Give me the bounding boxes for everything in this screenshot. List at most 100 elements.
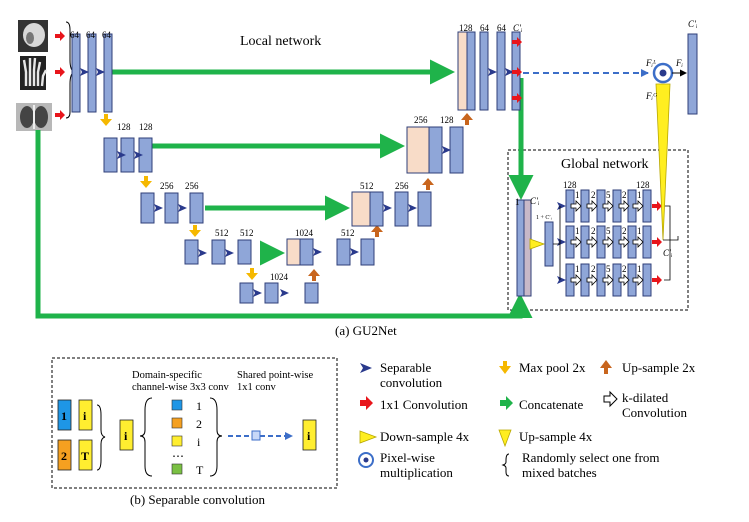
global-network-box — [507, 149, 689, 311]
tile-label: T — [81, 449, 89, 463]
dilated-arrow — [586, 274, 598, 286]
cube-list — [171, 399, 183, 475]
output-tile-label: i — [307, 429, 311, 443]
feature-block — [304, 282, 319, 304]
list-label: ⋯ — [172, 449, 184, 463]
sepconv-box — [51, 357, 338, 489]
feature-block — [164, 192, 179, 224]
conv1x1-arrow — [512, 67, 522, 77]
dilation-label: 1 — [637, 264, 642, 274]
legend-concat: Concatenate — [519, 397, 584, 412]
fusion — [652, 33, 698, 241]
separable-arrow — [383, 204, 392, 212]
feature-block — [351, 191, 371, 227]
feature-block — [457, 31, 468, 111]
feature-block — [103, 33, 113, 113]
channel-label: 64 — [497, 23, 507, 33]
fusion-fg-label: Fᵢᴳ — [645, 91, 658, 101]
conv1x1-arrow — [652, 237, 662, 247]
legend-pixelwise: Pixel-wise multiplication — [380, 450, 453, 480]
dilated-arrow — [602, 236, 614, 248]
channel-label: 256 — [160, 181, 174, 191]
feature-block — [394, 191, 409, 227]
separable-arrow — [253, 289, 262, 297]
separable-arrow — [117, 151, 126, 159]
channel-label: 256 — [414, 115, 428, 125]
tile-label: i — [83, 409, 87, 423]
separable-arrow — [442, 146, 451, 154]
maxpool-arrow — [189, 225, 201, 237]
separable-arrow — [225, 249, 234, 257]
separable-arrow — [488, 68, 497, 76]
tile-label: 1 — [61, 409, 67, 423]
feature-block — [369, 191, 384, 227]
separable-arrow — [313, 248, 322, 256]
channel-label: 128 — [139, 122, 153, 132]
tile-1 — [57, 399, 72, 431]
caption-b: (b) Separable convolution — [130, 492, 266, 507]
dilated-arrow — [586, 236, 598, 248]
dilation-label: 1 — [637, 190, 642, 200]
upsample-arrow — [308, 269, 320, 281]
feature-block — [264, 282, 279, 304]
separable-arrow — [154, 204, 163, 212]
channel-label: C′ᵢ — [513, 23, 523, 33]
shared-pointwise-label: Shared point-wise 1x1 conv — [237, 370, 316, 393]
feature-block — [239, 282, 254, 304]
shared-pointwise-line2: 1x1 conv — [237, 382, 277, 393]
dilated-arrow — [602, 274, 614, 286]
dilated-arrow — [618, 200, 630, 212]
feature-block — [71, 33, 81, 113]
dilated-arrow — [618, 274, 630, 286]
list-label: T — [196, 463, 204, 477]
conv1x1-arrow — [55, 31, 65, 41]
caption-a: (a) GU2Net — [335, 323, 397, 338]
feature-block — [417, 191, 432, 227]
feature-block — [87, 33, 97, 113]
separable-arrow — [80, 68, 89, 76]
global-connector — [553, 206, 561, 280]
dilation-label: 2 — [622, 190, 627, 200]
channel-label: 128 — [636, 180, 650, 190]
feature-block — [496, 31, 506, 111]
upsample-arrow — [461, 113, 473, 125]
dilated-arrow — [570, 236, 582, 248]
feature-block — [184, 239, 199, 265]
output-block — [687, 33, 698, 115]
upsample-arrow — [422, 178, 434, 190]
channel-label: 64 — [102, 30, 112, 40]
legend-separable: Separable convolution — [380, 360, 443, 390]
channel-label: C′ᵢ — [663, 248, 673, 258]
feature-block — [516, 199, 525, 297]
list-label: i — [197, 435, 201, 449]
global-network-title: Global network — [561, 157, 648, 172]
mid-tile-label: i — [124, 429, 128, 443]
maxpool-arrow — [246, 268, 258, 280]
feature-block — [449, 126, 464, 174]
dilated-arrow — [602, 200, 614, 212]
maxpool-arrow — [140, 176, 152, 188]
separable-arrow — [178, 204, 187, 212]
feature-block — [286, 238, 301, 266]
output-tile — [302, 419, 317, 451]
separable-arrow — [96, 68, 105, 76]
channel-label: 512 — [240, 228, 254, 238]
channel-label: 128 — [563, 180, 577, 190]
feature-block — [140, 192, 155, 224]
separable-arrow — [557, 238, 566, 246]
skip-connections — [35, 59, 534, 319]
skull-xray-image — [18, 20, 48, 52]
feature-block — [299, 238, 314, 266]
channel-label: 1 — [515, 197, 520, 207]
maxpool-arrow — [100, 114, 112, 126]
shared-pointwise-line1: Shared point-wise — [237, 370, 313, 381]
channel-label: 128 — [117, 122, 131, 132]
channel-label: 128 — [440, 115, 454, 125]
tile-T — [78, 439, 93, 471]
global-connector — [664, 205, 671, 281]
feature-block — [466, 31, 476, 111]
channel-label: 256 — [395, 181, 409, 191]
dilated-arrow — [632, 200, 644, 212]
feature-block — [479, 31, 489, 111]
